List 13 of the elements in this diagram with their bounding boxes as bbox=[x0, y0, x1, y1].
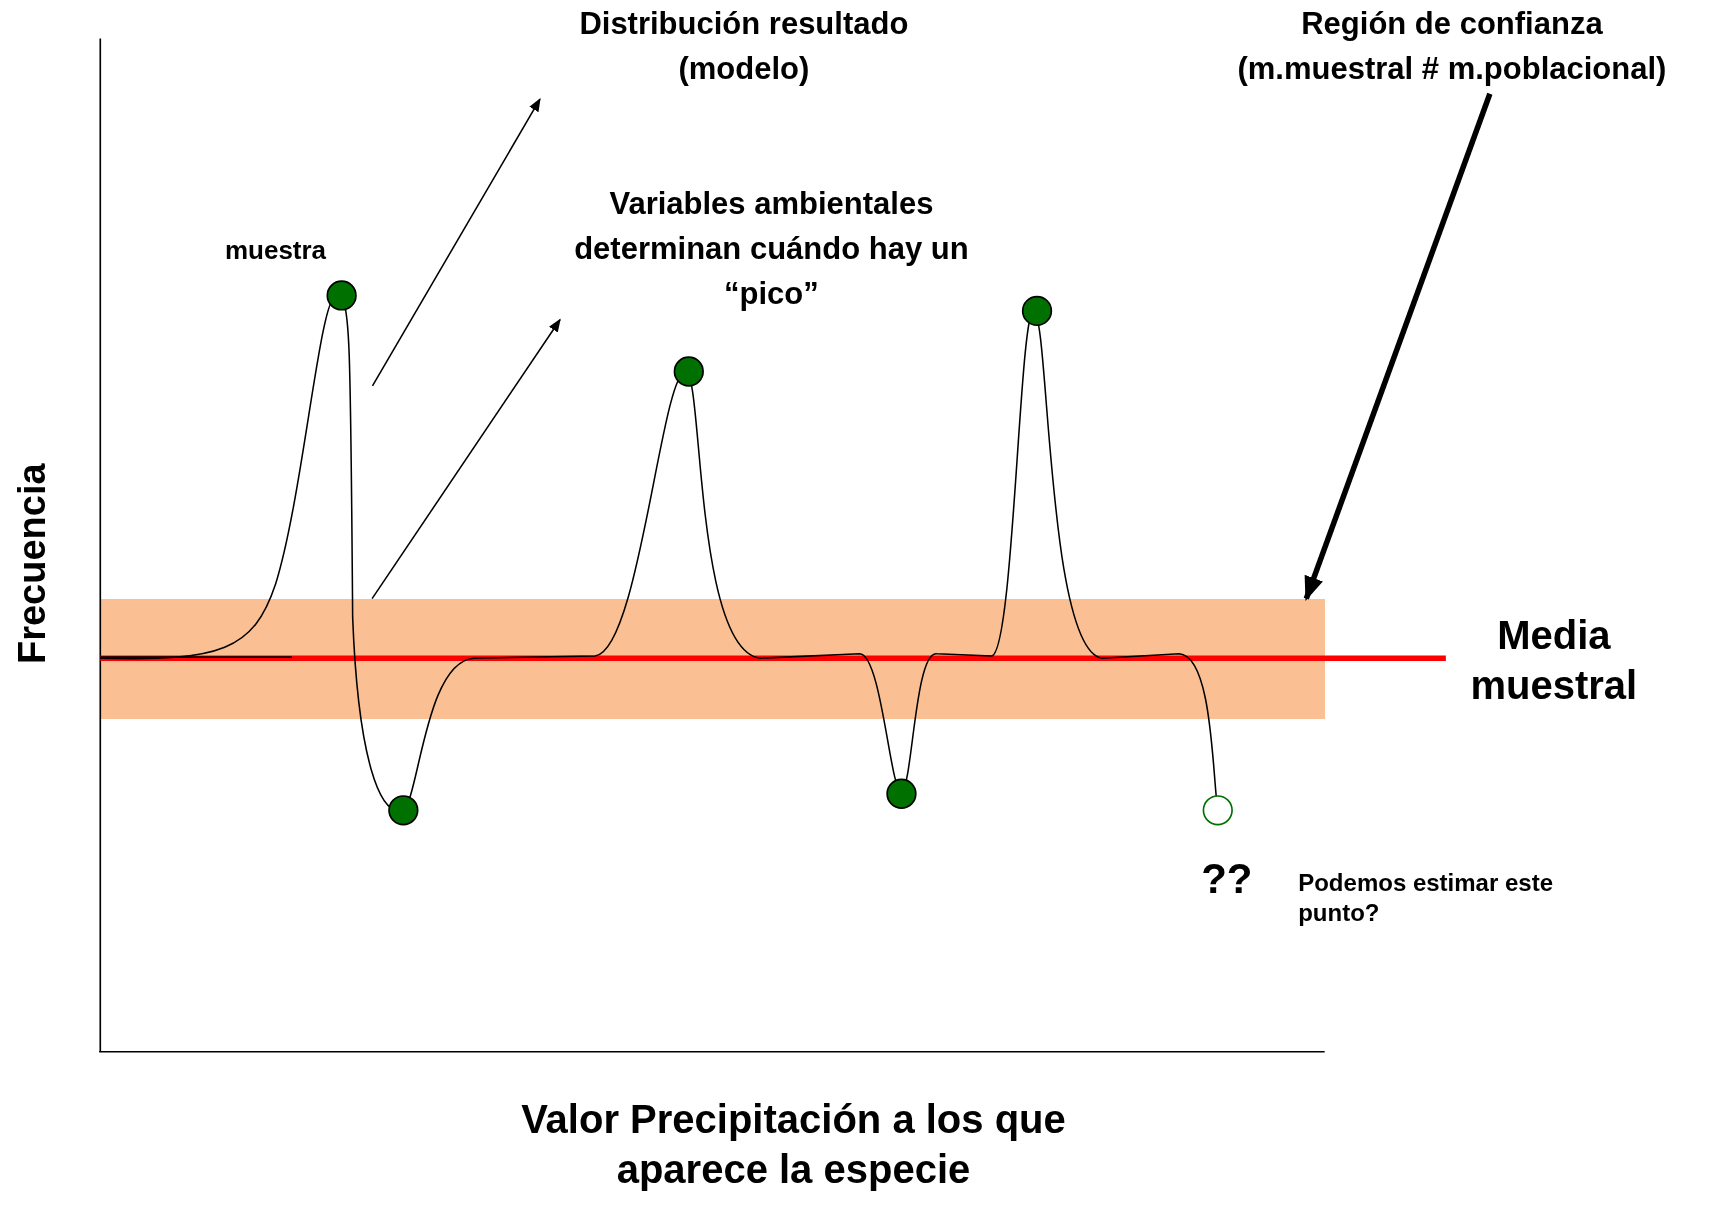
annotation-text: Variables ambientales determinan cuándo hay un “pico” bbox=[573, 184, 970, 313]
axis-title: Valor Precipitación a los que aparece la especie bbox=[520, 1095, 1067, 1193]
arrow bbox=[371, 318, 561, 600]
arrow bbox=[371, 98, 541, 387]
annotation-text: Región de confianza (m.muestral # m.poblacional) bbox=[1236, 5, 1668, 89]
point-label: muestra bbox=[223, 233, 328, 267]
mean-label: Media muestral bbox=[1469, 611, 1639, 709]
annotation-text: Distribución resultado (modelo) bbox=[578, 5, 910, 89]
arrow bbox=[1303, 92, 1493, 601]
note: Podemos estimar este punto? bbox=[1298, 867, 1554, 928]
confidence-band bbox=[100, 598, 1325, 719]
axis-title: Frecuencia bbox=[10, 462, 55, 667]
question-marks: ?? bbox=[1201, 854, 1254, 905]
